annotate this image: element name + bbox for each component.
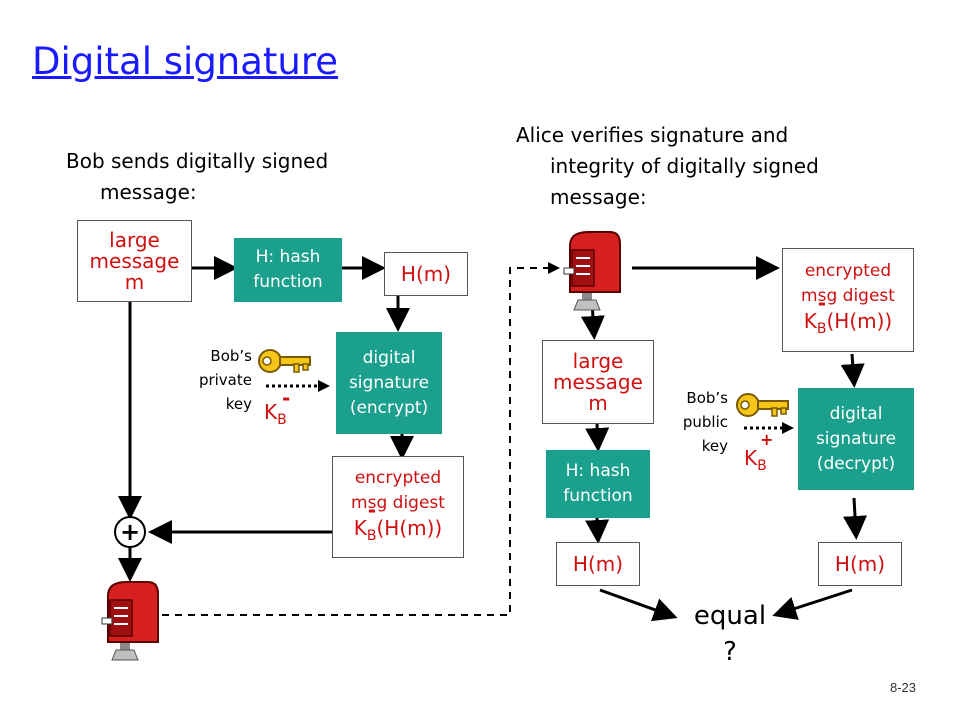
digest-right-line1: encrypted [804, 260, 892, 281]
decrypt-line3: (decrypt) [816, 453, 896, 474]
decrypt-line1: digital [829, 403, 883, 424]
key-icon [736, 393, 789, 417]
encrypted-digest-box-right: encrypted msg digest KB(H(m))- [782, 248, 914, 352]
mailbox-icon-left [101, 581, 159, 661]
formula-sub: B [366, 527, 377, 544]
digest-line2: msg digest [351, 492, 445, 513]
hash-right-line2: function [563, 486, 633, 506]
question-mark: ? [723, 637, 737, 667]
arrow-digest-to-decrypt [840, 353, 865, 388]
formula-right-k: K [803, 308, 817, 333]
large-message-box-right: large message m [542, 340, 654, 424]
key-right-sub: B [757, 458, 767, 474]
digital-signature-encrypt-box: digital signature (encrypt) [336, 332, 442, 434]
hash-line1: H: hash [255, 247, 321, 267]
large-message-line2: message [89, 248, 180, 273]
plus-sign: + [120, 518, 141, 546]
private-key-label-line2: private [198, 371, 252, 389]
arrow-decrypt-to-hm [843, 497, 867, 540]
formula-rest: (H(m)) [376, 515, 443, 540]
decrypt-line2: signature [815, 428, 897, 449]
digest-right-line2: msg digest [801, 285, 895, 306]
right-intro-line3: message: [550, 185, 647, 209]
plus-circle [114, 516, 146, 548]
mailbox-icon-right [563, 231, 621, 311]
private-key-label-line3: key [225, 395, 252, 413]
page-number: 8-23 [889, 680, 916, 695]
formula-sup: - [367, 497, 377, 522]
public-key-label: Bob’s public key [644, 386, 728, 458]
hm-box-right-right: H(m) [818, 542, 902, 586]
dashed-transfer-path [162, 267, 550, 616]
hash-function-box-left: H: hash function [234, 238, 342, 302]
private-key-minus: - [282, 386, 291, 410]
large-message-right-line3: m [588, 390, 608, 415]
key-right-k: K [744, 446, 758, 470]
formula-right-sub: B [816, 320, 827, 337]
left-intro-line2: message: [100, 180, 197, 204]
hm-box-right-left: H(m) [556, 542, 640, 586]
key-icon [258, 349, 311, 373]
key-k: K [264, 400, 278, 424]
public-key-label-line3: key [701, 437, 728, 455]
hm-box-left: H(m) [384, 252, 468, 296]
arrow-hm-right-to-equal [772, 588, 853, 620]
encrypted-formula-right: KB(H(m))- [803, 291, 893, 342]
left-intro-line1: Bob sends digitally signed [66, 149, 329, 173]
large-message-line3: m [124, 269, 145, 294]
equal-question: equal ? [680, 598, 780, 670]
page-title: Digital signature [32, 40, 339, 83]
equal-text: equal [693, 601, 767, 631]
large-message-right-line2: message [553, 369, 643, 394]
encrypt-line3: (encrypt) [349, 397, 429, 418]
public-key-symbol: KB [744, 446, 767, 474]
large-message-box-left: large message m [77, 220, 192, 302]
hash-function-box-right: H: hash function [546, 450, 650, 518]
right-intro-line2: integrity of digitally signed [550, 154, 819, 178]
public-key-plus: + [760, 430, 774, 449]
encrypt-line1: digital [362, 347, 416, 368]
large-message-line1: large [109, 227, 160, 252]
arrow-message-to-hash-right [585, 423, 610, 452]
digital-signature-decrypt-box: digital signature (decrypt) [798, 388, 914, 490]
private-key-symbol: KB [264, 400, 287, 428]
hash-line2: function [253, 272, 323, 292]
formula-k: K [353, 515, 367, 540]
digest-line1: encrypted [354, 467, 442, 488]
left-intro: Bob sends digitally signed message: [66, 146, 328, 208]
right-intro: Alice verifies signature and integrity o… [516, 120, 819, 213]
key-sub: B [277, 412, 287, 428]
encrypted-digest-box-left: encrypted msg digest KB(H(m))- [332, 456, 464, 558]
formula-right-rest: (H(m)) [826, 308, 893, 333]
arrow-hm-left-to-equal [599, 588, 678, 622]
public-key-label-line1: Bob’s [686, 389, 728, 407]
encrypted-formula-left: KB(H(m))- [353, 498, 443, 549]
right-intro-line1: Alice verifies signature and [516, 123, 789, 147]
large-message-right-line1: large [572, 348, 624, 373]
encrypt-line2: signature [348, 372, 430, 393]
arrow-hash-to-hm-right [585, 517, 610, 544]
private-key-label-line1: Bob’s [210, 347, 252, 365]
formula-right-sup: - [817, 290, 827, 315]
private-key-label: Bob’s private key [160, 344, 252, 416]
hash-right-line1: H: hash [565, 461, 631, 481]
public-key-label-line2: public [682, 413, 728, 431]
